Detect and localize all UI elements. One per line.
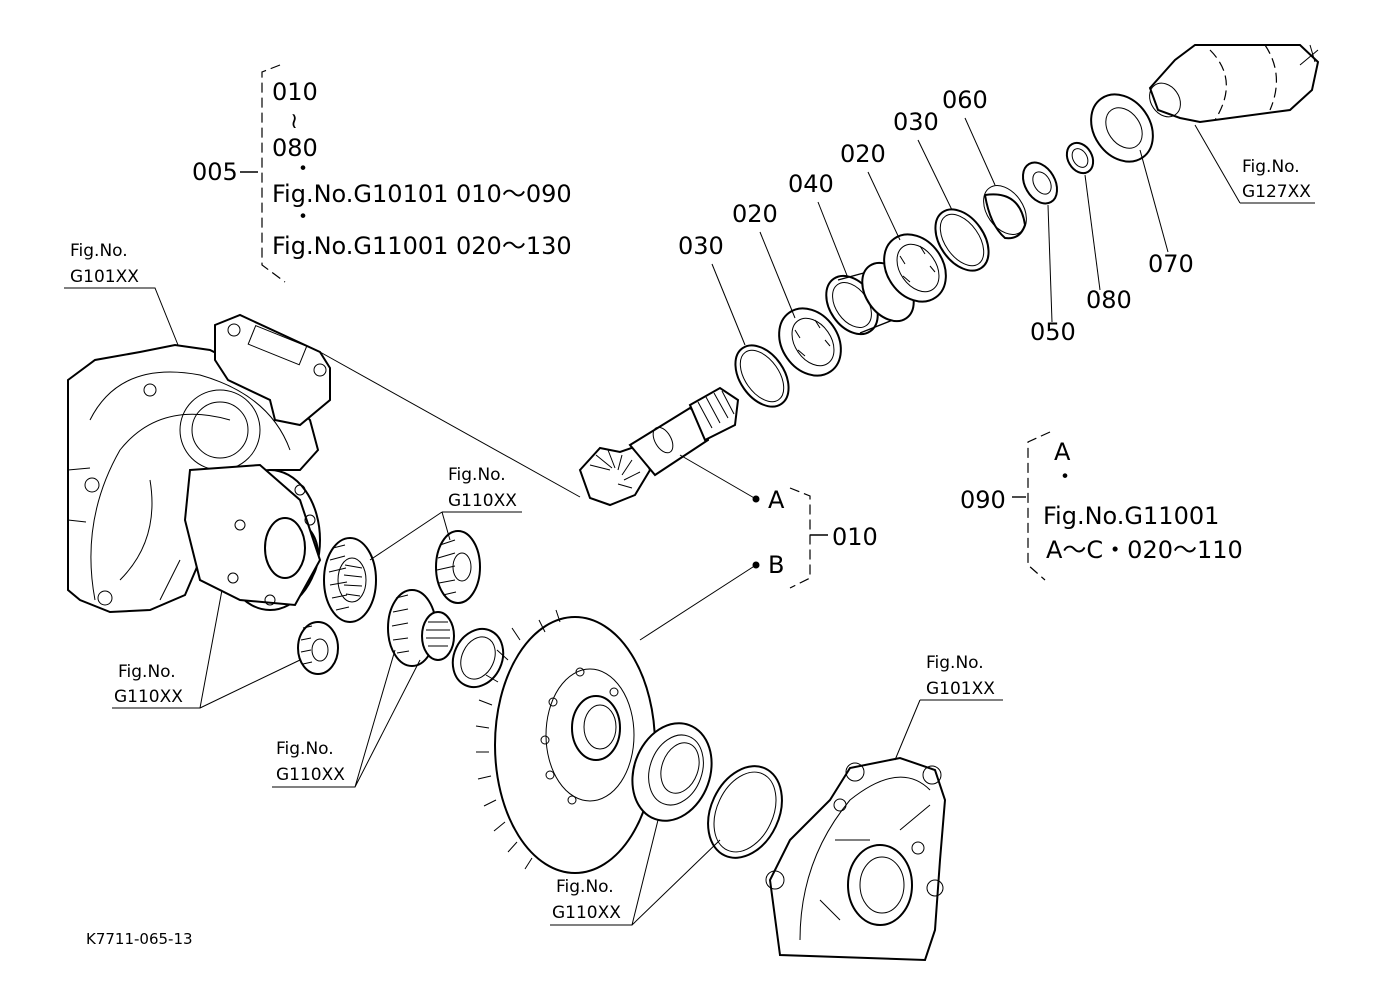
leader-lines (64, 64, 1315, 926)
lower-shim (707, 765, 783, 859)
fig-ref-g101-right-line1: Fig.No. (926, 653, 984, 673)
group-005-line-7: Fig.No.G11001 020～130 (272, 232, 572, 260)
snap-ring-060 (983, 185, 1027, 240)
locknut-050 (1021, 161, 1059, 205)
point-b-label: B (768, 551, 784, 579)
callout-030-right: 030 (893, 108, 939, 136)
lower-bearing (631, 722, 713, 822)
fig-ref-g101-top-line1: Fig.No. (70, 241, 128, 261)
differential-pinion-left (297, 621, 339, 675)
callout-020-left: 020 (732, 200, 778, 228)
drawing-code: K7711-065-13 (86, 930, 193, 948)
collar-080 (1065, 141, 1095, 175)
callout-070: 070 (1148, 250, 1194, 278)
group-005-line-3: 080 (272, 134, 318, 162)
group-005-line-1: 010 (272, 78, 318, 106)
fig-ref-g110-bottom-line2: G110XX (552, 903, 621, 923)
fig-ref-g127-line1: Fig.No. (1242, 157, 1300, 177)
callout-080: 080 (1086, 286, 1132, 314)
group-090-line-1: A (1054, 438, 1071, 466)
fig-ref-g101-right-line2: G101XX (926, 679, 995, 699)
fig-ref-g110-mid-line2: G110XX (276, 765, 345, 785)
callout-060: 060 (942, 86, 988, 114)
ring-030-right (934, 208, 990, 272)
ring-030-left (734, 344, 790, 408)
group-090-code: 090 (960, 486, 1006, 514)
point-a-label: A (768, 486, 785, 514)
fig-ref-g101-top-line2: G101XX (70, 267, 139, 287)
fig-ref-g110-left-line1: Fig.No. (118, 662, 176, 682)
fig-ref-g110-top-line2: G110XX (448, 491, 517, 511)
ring-gear (475, 609, 656, 874)
callout-020-right: 020 (840, 140, 886, 168)
differential-side-gear (323, 537, 377, 623)
group-005-line-2: ≀ (290, 109, 298, 134)
bearing-020-left (778, 307, 842, 377)
fig-ref-g110-top-line1: Fig.No. (448, 465, 506, 485)
group-005-code: 005 (192, 158, 238, 186)
group-090-line-4: A～C・020～110 (1046, 536, 1243, 564)
fig-ref-g127-line2: G127XX (1242, 182, 1311, 202)
differential-case (183, 463, 322, 611)
callout-030-left: 030 (678, 232, 724, 260)
bevel-pinion-shaft (578, 386, 740, 507)
fig-ref-g110-mid-line1: Fig.No. (276, 739, 334, 759)
group-090-line-2: ・ (1054, 465, 1076, 490)
group-005-line-4: ・ (292, 157, 314, 182)
right-housing-cover (765, 756, 947, 962)
input-housing-g127 (1148, 44, 1320, 124)
callout-050: 050 (1030, 318, 1076, 346)
group-005-line-5: Fig.No.G10101 010～090 (272, 180, 572, 208)
group-010-code: 010 (832, 523, 878, 551)
differential-pinion-top (435, 530, 481, 604)
group-005-line-6: ・ (292, 205, 314, 230)
callout-040: 040 (788, 170, 834, 198)
oil-seal-070 (1090, 93, 1154, 163)
group-090-line-3: Fig.No.G11001 (1043, 502, 1219, 530)
fig-ref-g110-left-line2: G110XX (114, 687, 183, 707)
fig-ref-g110-bottom-line1: Fig.No. (556, 877, 614, 897)
differential-side-gear-2 (387, 589, 455, 667)
bearing-020-right (883, 233, 947, 303)
thrust-washer (451, 627, 505, 689)
